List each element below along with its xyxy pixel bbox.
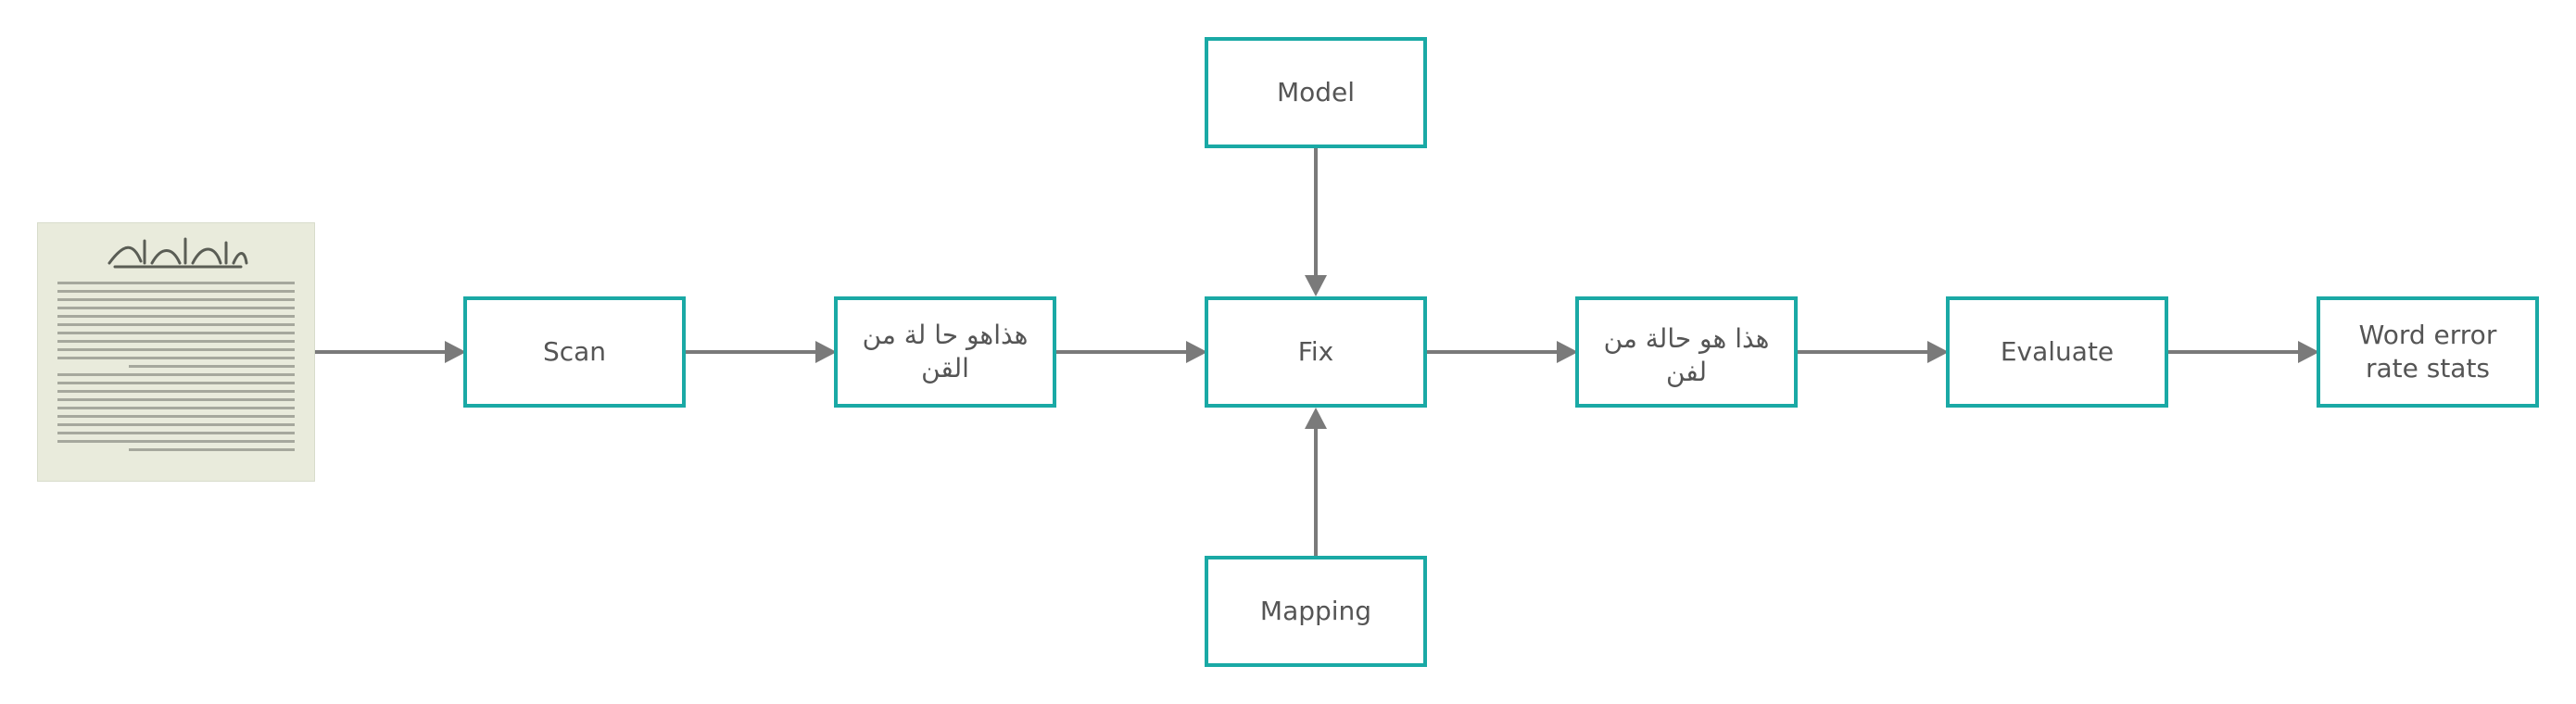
arrowhead-mapping-to-fix	[1305, 408, 1327, 429]
document-text-lines	[57, 282, 295, 457]
arrowhead-ocr-to-fix	[1186, 341, 1207, 363]
arrowhead-doc-to-scan	[445, 341, 466, 363]
evaluate-label: Evaluate	[2000, 335, 2115, 367]
arrowhead-corrected-to-evaluate	[1927, 341, 1949, 363]
calligraphy-header-icon	[107, 237, 248, 269]
scan-label: Scan	[542, 335, 607, 367]
ocr-output-node: هذاهو حا لة من القن	[834, 296, 1056, 408]
fix-node: Fix	[1205, 296, 1427, 408]
model-label: Model	[1276, 76, 1356, 107]
arrowhead-evaluate-to-result	[2298, 341, 2319, 363]
ocr-output-label: هذاهو حا لة من القن	[862, 319, 1029, 383]
evaluate-node: Evaluate	[1946, 296, 2168, 408]
scanned-document-image	[37, 222, 315, 482]
model-node: Model	[1205, 37, 1427, 148]
scan-node: Scan	[463, 296, 686, 408]
arrowhead-fix-to-corrected	[1557, 341, 1578, 363]
mapping-node: Mapping	[1205, 556, 1427, 667]
fix-label: Fix	[1297, 335, 1334, 367]
corrected-output-node: هذا هو حالة من لفن	[1575, 296, 1798, 408]
corrected-output-label: هذا هو حالة من لفن	[1603, 323, 1770, 388]
arrowhead-model-to-fix	[1305, 275, 1327, 296]
result-node: Word error rate stats	[2317, 296, 2539, 408]
arrowhead-scan-to-ocr	[815, 341, 837, 363]
mapping-label: Mapping	[1259, 595, 1372, 626]
result-label: Word error rate stats	[2358, 319, 2497, 383]
